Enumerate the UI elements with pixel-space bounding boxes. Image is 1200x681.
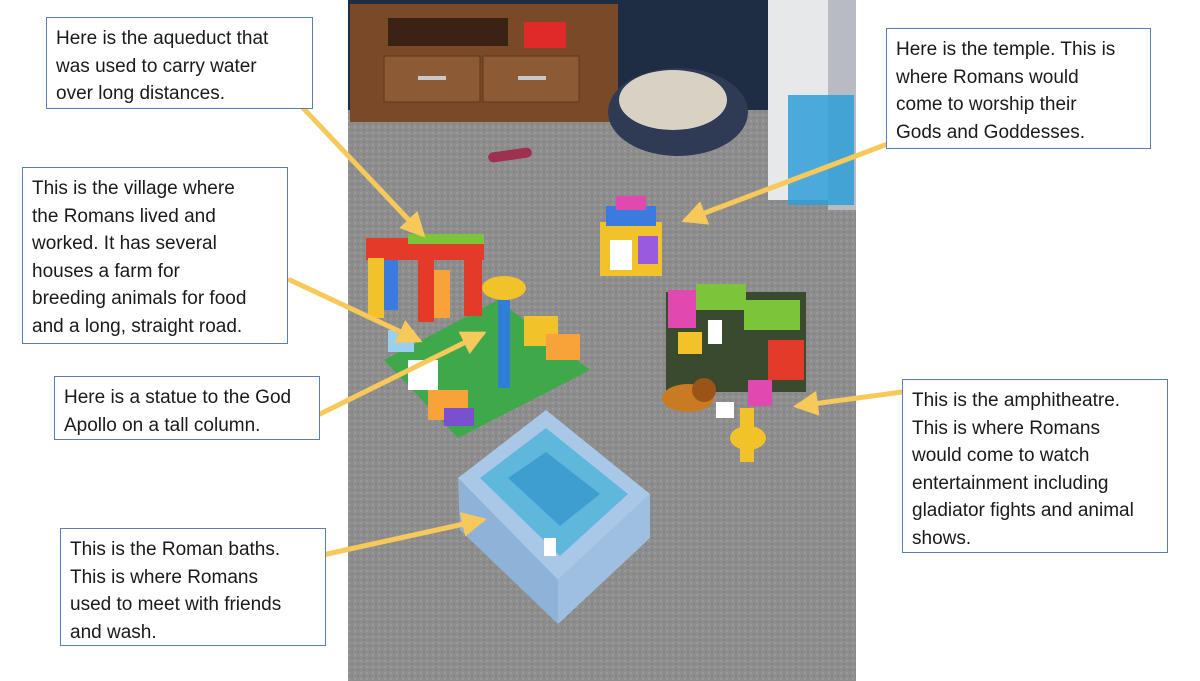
amphitheatre-model bbox=[662, 284, 806, 462]
lego-roman-town-photo bbox=[348, 0, 856, 681]
amphitheatre-callout: This is the amphitheatre. This is where … bbox=[902, 379, 1168, 553]
statue-callout: Here is a statue to the God Apollo on a … bbox=[54, 376, 320, 440]
blue-storage-box bbox=[788, 95, 854, 205]
roman-baths-model bbox=[458, 410, 650, 624]
toy-bone bbox=[488, 147, 532, 163]
temple-callout: Here is the temple. This is where Romans… bbox=[886, 28, 1151, 149]
baths-callout: This is the Roman baths. This is where R… bbox=[60, 528, 326, 646]
tv-cabinet bbox=[350, 4, 618, 122]
dog-bed bbox=[608, 68, 748, 156]
village-callout: This is the village where the Romans liv… bbox=[22, 167, 288, 344]
photo-illustration bbox=[348, 0, 856, 681]
temple-model bbox=[600, 196, 662, 276]
aqueduct-callout: Here is the aqueduct that was used to ca… bbox=[46, 17, 313, 109]
